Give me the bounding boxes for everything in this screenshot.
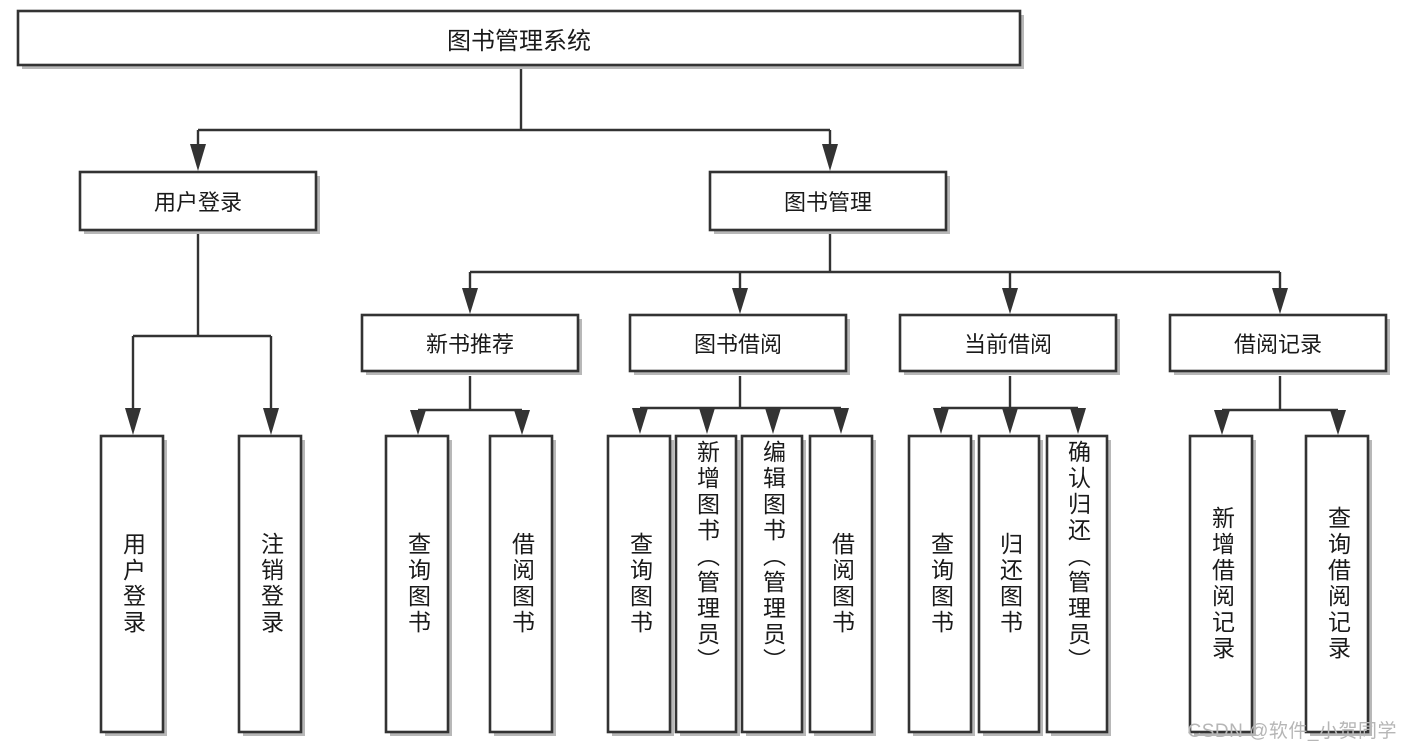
- arrowhead-leaf-add-book: [699, 408, 715, 434]
- arrowhead-leaf-query-book-3: [933, 408, 949, 434]
- connectors: [125, 69, 1346, 435]
- leaf-add-record-box[interactable]: [1188, 434, 1254, 734]
- arrowhead-new-book-rec: [462, 288, 478, 314]
- leaf-query-record-box[interactable]: [1304, 434, 1370, 734]
- arrowhead-leaf-query-record: [1330, 410, 1346, 435]
- leaf-user-login-box[interactable]: [99, 434, 165, 734]
- arrowhead-leaf-return-book: [1002, 408, 1018, 434]
- csdn-watermark: CSDN @软件_小贺同学: [1187, 721, 1397, 742]
- root-node-box[interactable]: [16, 9, 1022, 67]
- arrowhead-leaf-query-book-1: [410, 410, 426, 435]
- node-boxes: [16, 9, 1390, 736]
- arrowhead-user-login: [190, 144, 206, 171]
- arrowhead-leaf-user-logout: [263, 408, 279, 435]
- arrowhead-leaf-borrow-book-1: [514, 410, 530, 435]
- arrowhead-leaf-user-login: [125, 408, 141, 435]
- leaf-user-logout-box[interactable]: [237, 434, 303, 734]
- arrowhead-leaf-query-book-2: [632, 408, 648, 434]
- book-borrow-box[interactable]: [628, 313, 848, 373]
- book-manage-box[interactable]: [708, 170, 948, 232]
- arrowhead-current-borrow: [1002, 288, 1018, 314]
- arrowhead-book-borrow: [732, 288, 748, 314]
- leaf-add-book-box[interactable]: [674, 434, 738, 734]
- leaf-confirm-return-box[interactable]: [1045, 434, 1109, 734]
- leaf-borrow-book-2-box[interactable]: [808, 434, 874, 734]
- new-book-rec-box[interactable]: [360, 313, 580, 373]
- leaf-query-book-1-box[interactable]: [384, 434, 450, 734]
- arrowhead-leaf-borrow-book-2: [833, 408, 849, 434]
- arrowhead-leaf-confirm-return: [1070, 408, 1086, 434]
- arrowhead-book-manage: [822, 144, 838, 171]
- leaf-borrow-book-1-box[interactable]: [488, 434, 554, 734]
- leaf-edit-book-box[interactable]: [740, 434, 804, 734]
- leaf-return-book-box[interactable]: [977, 434, 1041, 734]
- borrow-record-box[interactable]: [1168, 313, 1388, 373]
- current-borrow-box[interactable]: [898, 313, 1118, 373]
- arrowhead-borrow-record: [1272, 288, 1288, 314]
- arrowhead-leaf-add-record: [1214, 410, 1230, 435]
- leaf-query-book-3-box[interactable]: [907, 434, 973, 734]
- user-login-box[interactable]: [78, 170, 318, 232]
- leaf-query-book-2-box[interactable]: [606, 434, 672, 734]
- arrowhead-leaf-edit-book: [765, 408, 781, 434]
